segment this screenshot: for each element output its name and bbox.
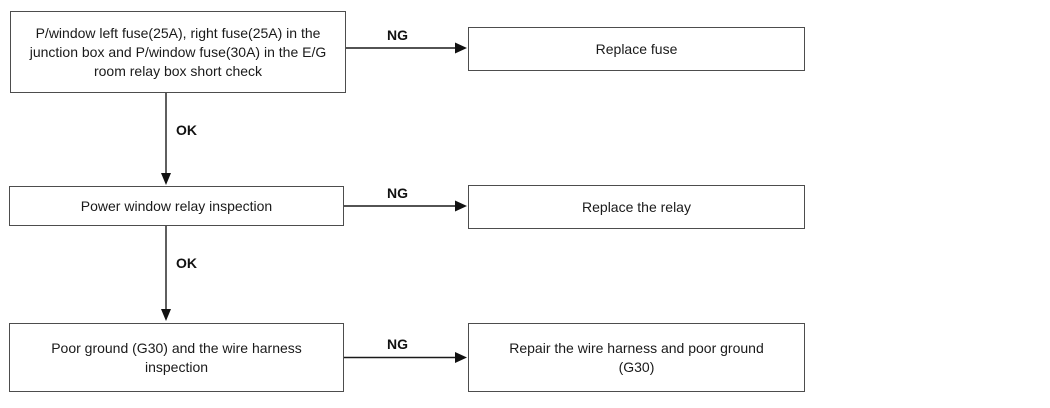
step-text-ground-harness-inspection: Poor ground (G30) and the wire harness i…: [51, 339, 302, 375]
edge-label-ng-1: NG: [387, 27, 408, 43]
edge-label-ng-3: NG: [387, 336, 408, 352]
arrow-ok-to-ground-inspection: [161, 226, 171, 321]
step-box-fuse-short-check: P/window left fuse(25A), right fuse(25A)…: [10, 11, 346, 93]
action-box-repair-harness: Repair the wire harness and poor ground …: [468, 323, 805, 392]
edge-label-ok-1: OK: [176, 122, 197, 138]
step-box-relay-inspection: Power window relay inspection: [9, 186, 344, 226]
arrow-ng-harness: [344, 352, 467, 363]
action-box-replace-fuse: Replace fuse: [468, 27, 805, 71]
step-box-ground-harness-inspection: Poor ground (G30) and the wire harness i…: [9, 323, 344, 392]
arrow-ng-fuse: [346, 42, 467, 54]
arrow-ng-relay: [344, 200, 467, 212]
action-text-replace-fuse: Replace fuse: [595, 40, 678, 57]
action-box-replace-relay: Replace the relay: [468, 185, 805, 229]
action-text-repair-harness: Repair the wire harness and poor ground …: [509, 339, 764, 375]
arrow-ok-to-relay-inspection: [161, 93, 171, 185]
step-text-fuse-short-check: P/window left fuse(25A), right fuse(25A)…: [29, 24, 327, 79]
action-text-replace-relay: Replace the relay: [582, 198, 691, 215]
edge-label-ok-2: OK: [176, 255, 197, 271]
edge-label-ng-2: NG: [387, 185, 408, 201]
step-text-relay-inspection: Power window relay inspection: [80, 197, 273, 214]
